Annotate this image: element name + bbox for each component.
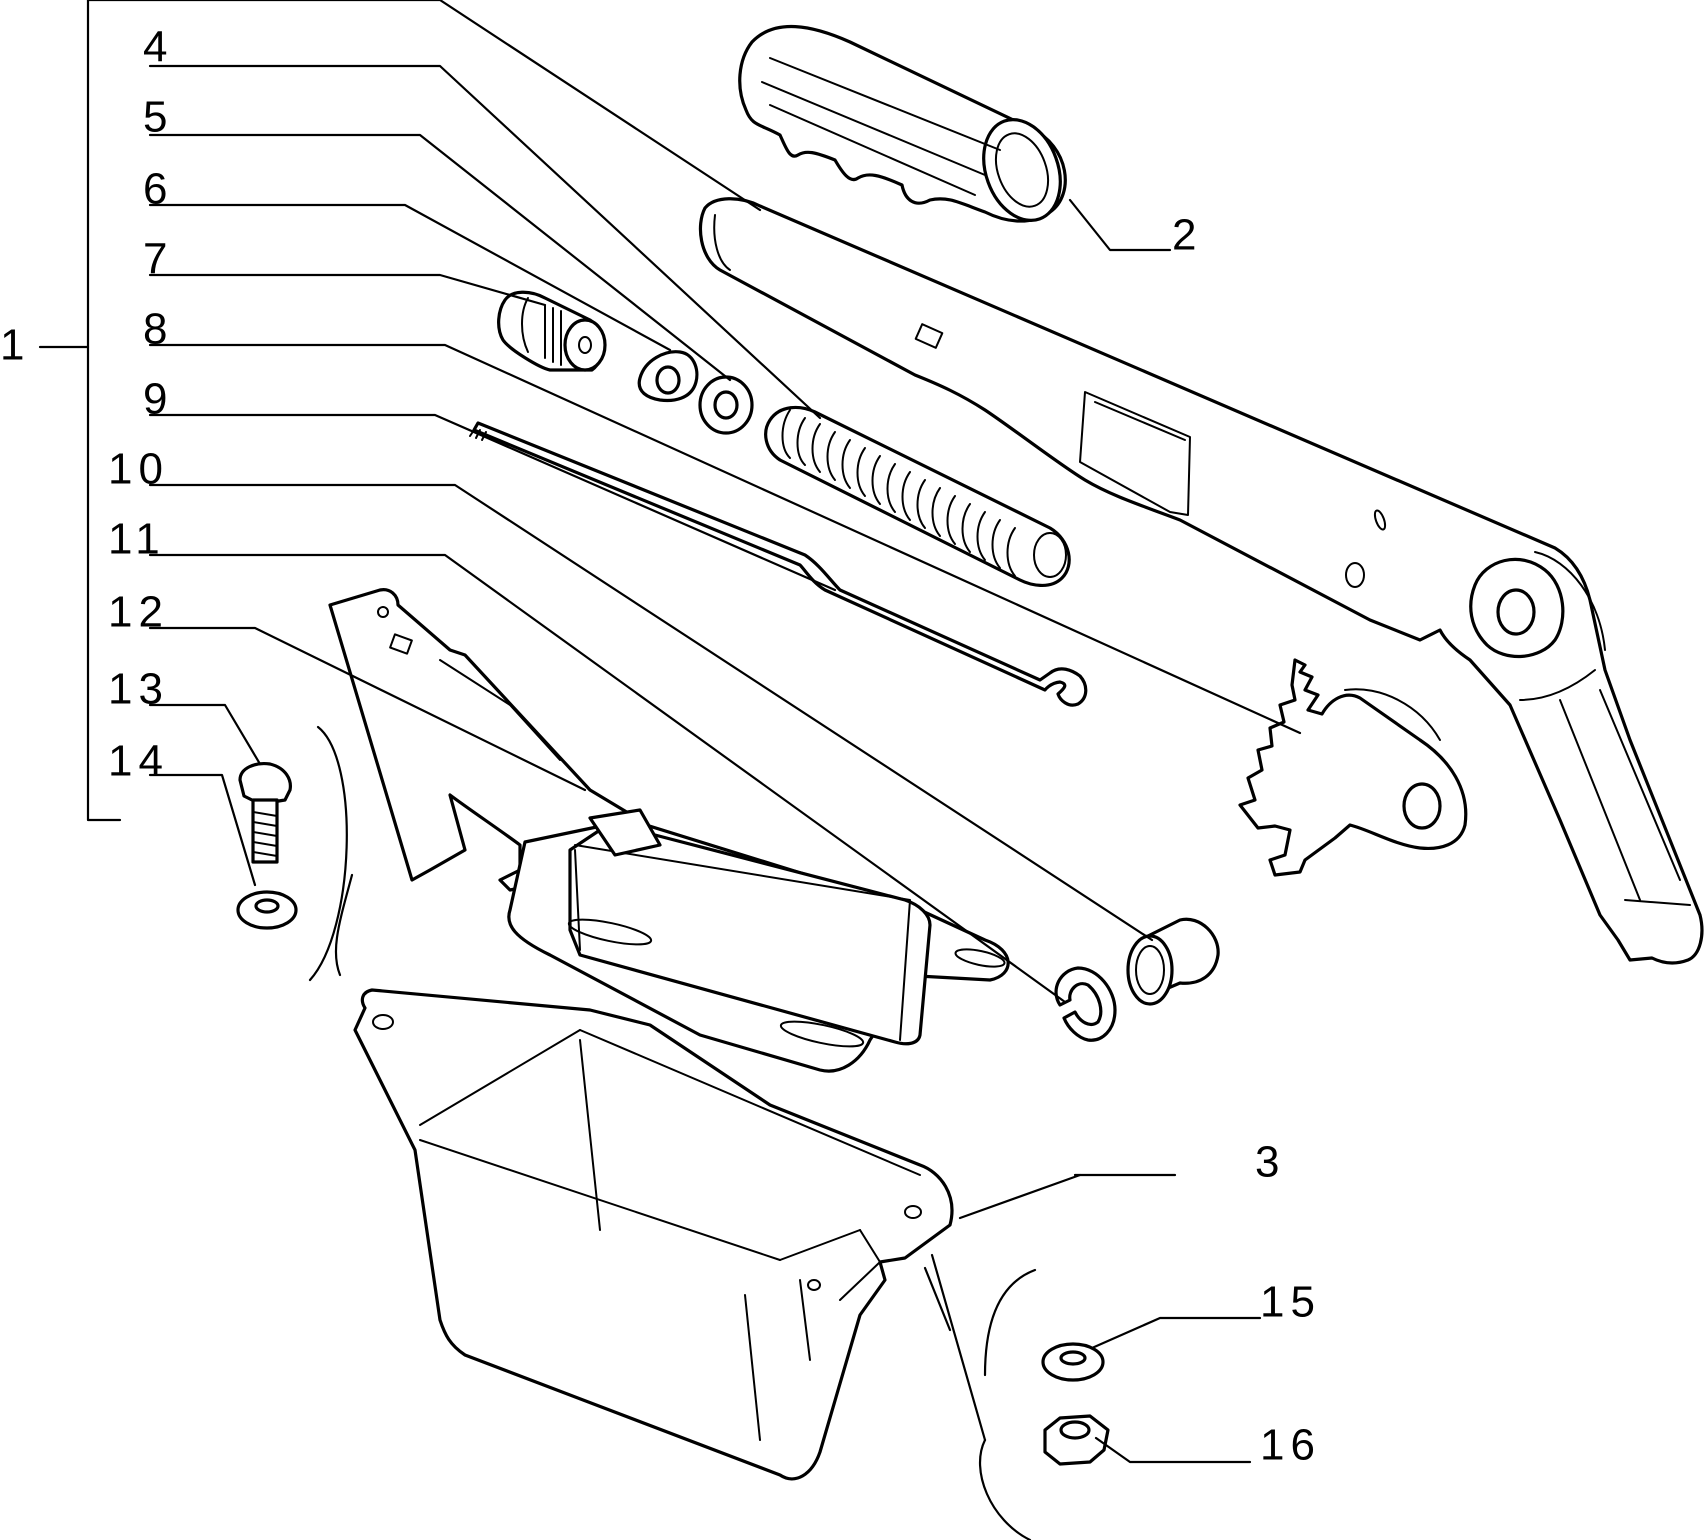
part-7-push-button — [497, 290, 607, 372]
arc-lower-right — [978, 1438, 1032, 1540]
callout-6: 6 — [143, 165, 173, 214]
arc-left — [308, 725, 348, 982]
part-14-washer — [236, 890, 298, 930]
callout-7: 7 — [143, 235, 173, 284]
callout-13: 13 — [108, 665, 169, 714]
callout-1: 1 — [0, 321, 30, 370]
part-8-ratchet-sector — [1238, 658, 1468, 877]
callout-3: 3 — [1255, 1138, 1285, 1187]
callout-8: 8 — [143, 305, 173, 354]
part-10-pin — [1126, 917, 1220, 1006]
callout-9: 9 — [143, 375, 173, 424]
part-13-bolt — [238, 762, 292, 864]
callout-16: 16 — [1260, 1421, 1321, 1470]
callout-5: 5 — [143, 93, 173, 142]
part-16-nut — [1043, 1414, 1110, 1466]
leader-lines — [38, 0, 1302, 1464]
callout-15: 15 — [1260, 1278, 1321, 1327]
part-5-washer — [698, 375, 754, 435]
callout-4: 4 — [143, 23, 173, 72]
part-2-grip — [738, 24, 1067, 223]
arc-lower-left — [334, 873, 354, 977]
part-12-base-bracket — [328, 588, 1010, 1073]
callout-12: 12 — [108, 588, 169, 637]
part-6-plate-washer — [637, 350, 699, 403]
callout-2: 2 — [1172, 211, 1202, 260]
arc-right — [983, 1268, 1037, 1377]
part-4-spring — [764, 405, 1071, 587]
callout-14: 14 — [108, 737, 169, 786]
lever-arm — [698, 197, 1704, 965]
part-3-boot-housing — [353, 988, 954, 1481]
part-11-snap-ring — [1054, 966, 1117, 1042]
callout-10: 10 — [108, 445, 169, 494]
callout-11: 11 — [108, 515, 166, 564]
part-15-washer — [1041, 1342, 1105, 1382]
